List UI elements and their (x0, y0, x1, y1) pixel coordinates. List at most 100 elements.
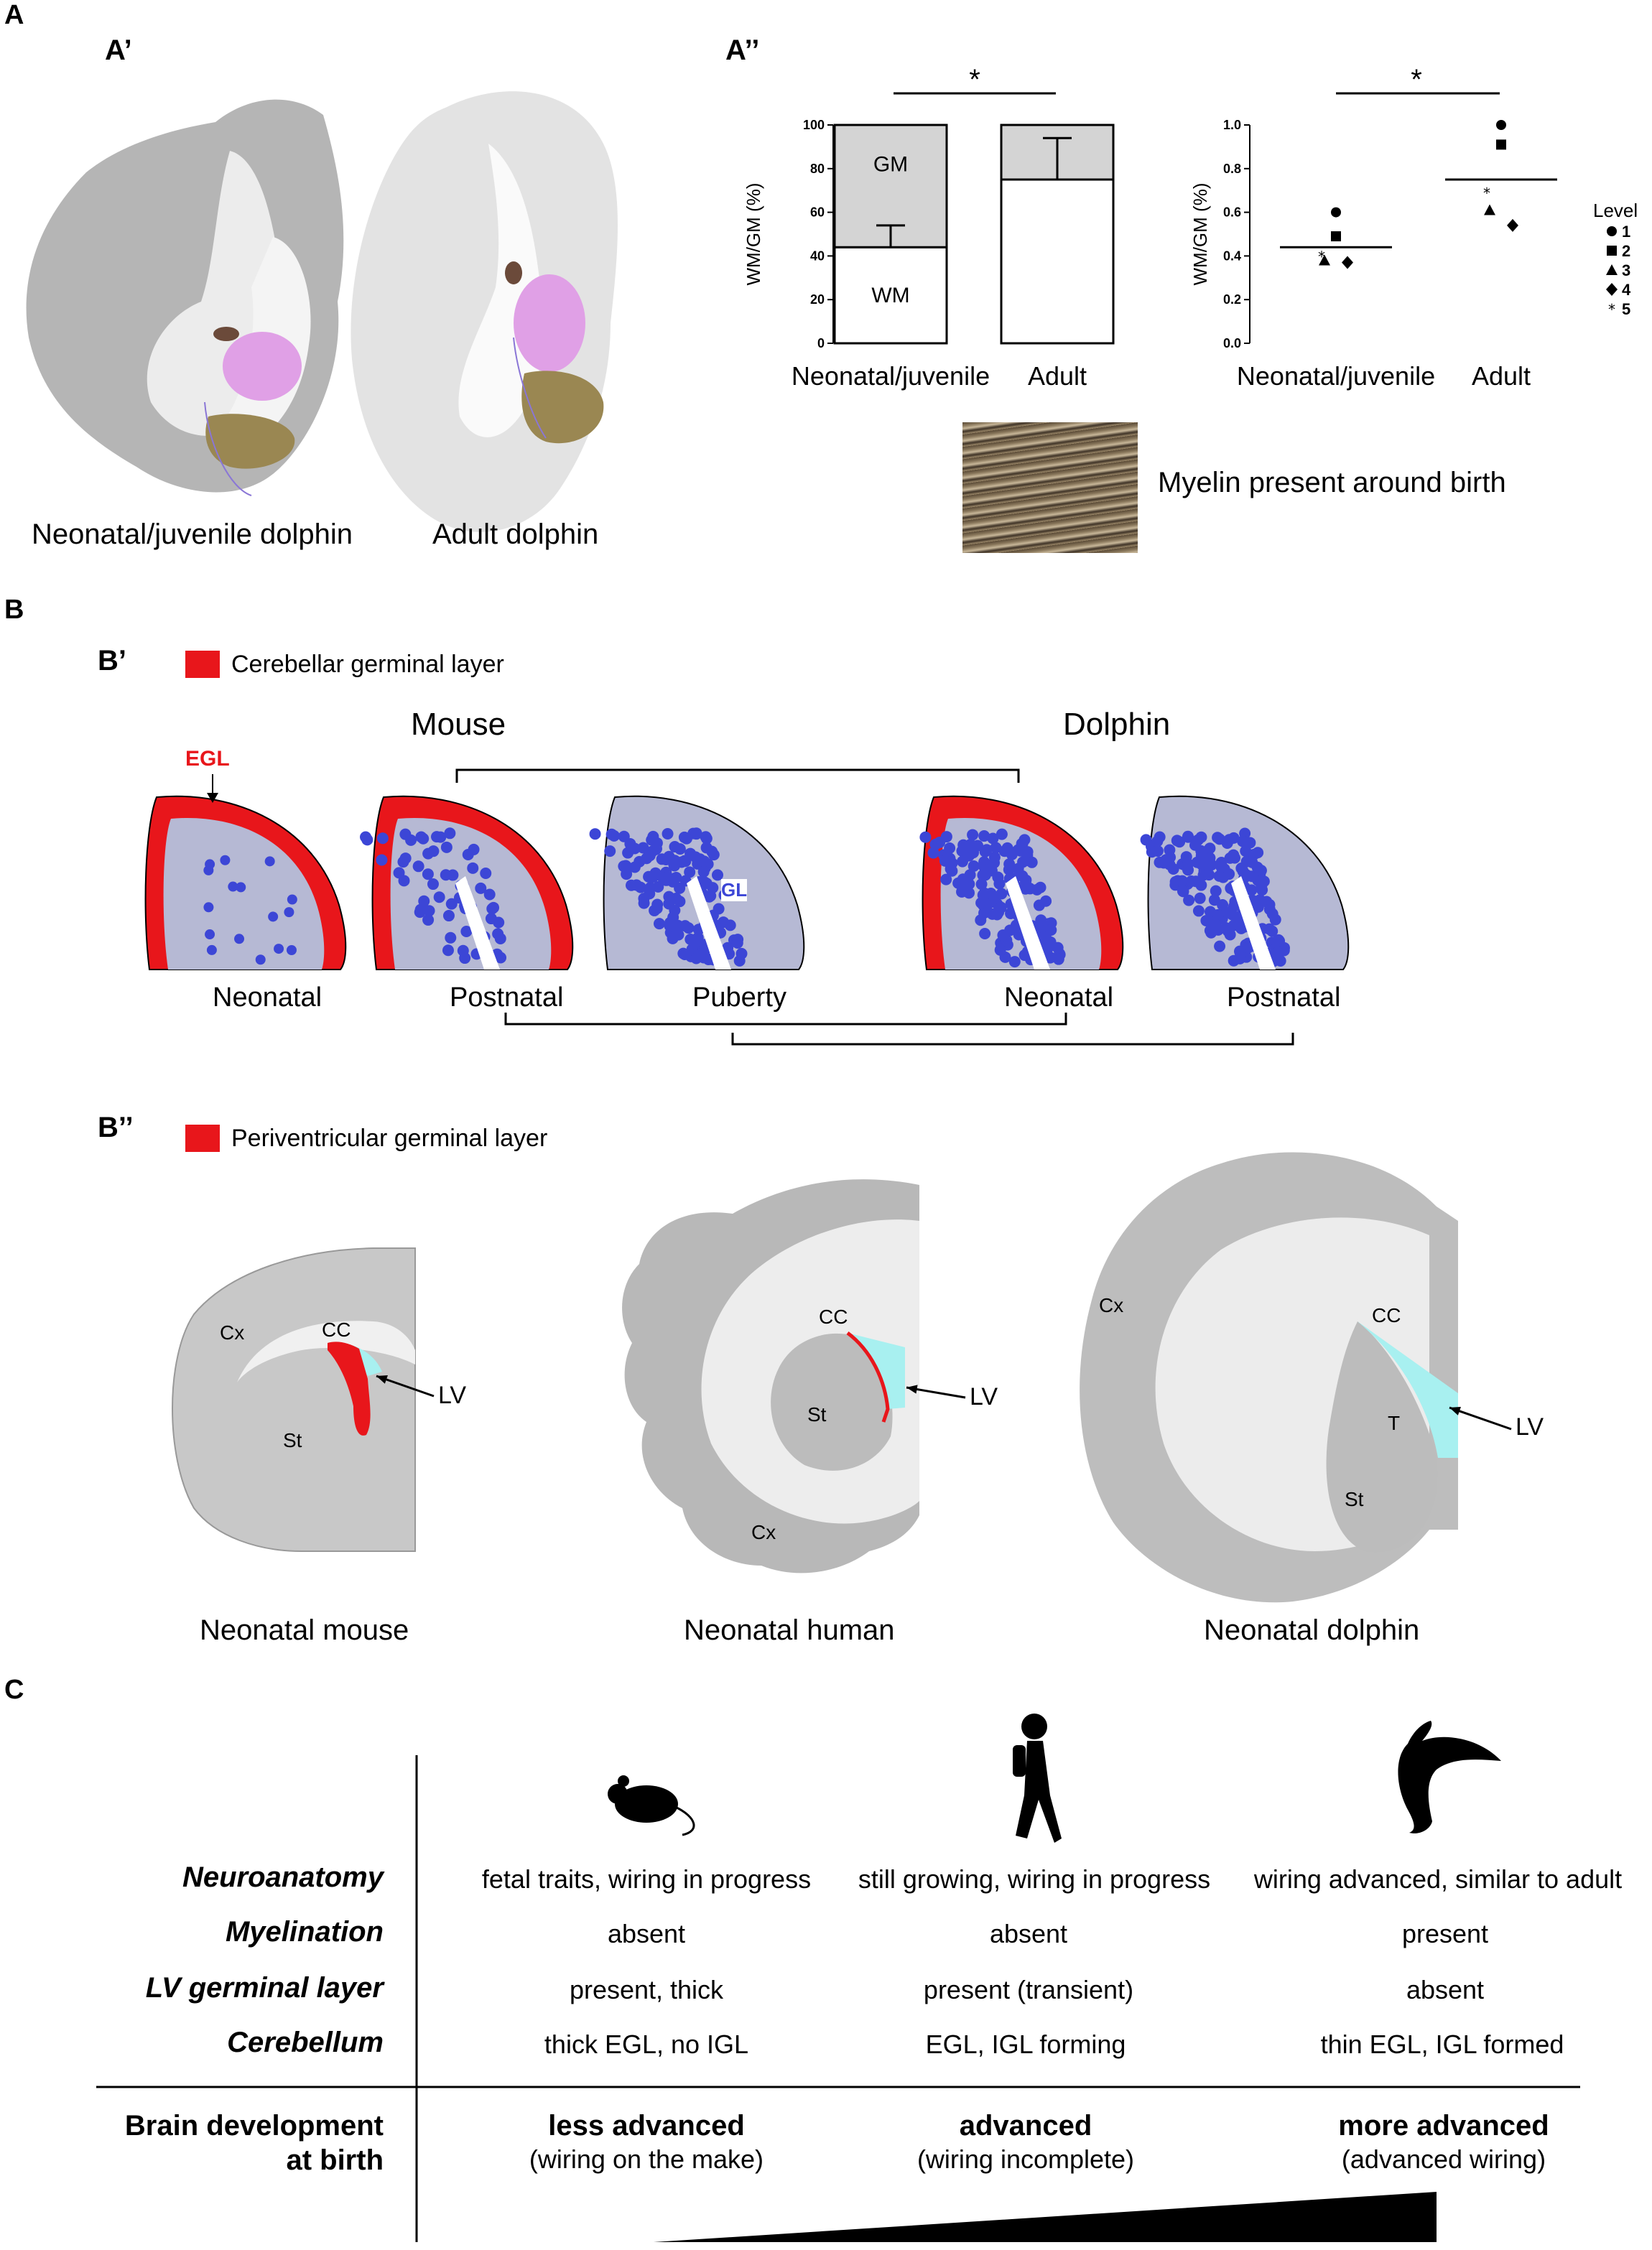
granule-cell (715, 926, 727, 939)
granule-cell (667, 932, 679, 944)
granule-cell (944, 856, 956, 868)
granule-cell (667, 911, 679, 924)
granule-cell (1034, 881, 1047, 893)
granule-cell (1045, 924, 1057, 936)
granule-cell (459, 900, 471, 912)
granule-cell (1216, 863, 1228, 875)
granule-cell (376, 854, 388, 866)
granule-cell (1268, 953, 1281, 965)
granule-cell (963, 850, 975, 862)
bar-gm (833, 124, 948, 248)
dolphin-ventricle (1358, 1321, 1458, 1458)
panel-label-b: B (4, 595, 24, 625)
granule-cell (1189, 839, 1201, 851)
granule-cell (492, 928, 504, 940)
bar-significance-star: * (969, 64, 980, 96)
granule-cell (433, 891, 445, 903)
panel-label-b-dprime: B’’ (98, 1112, 134, 1143)
granule-cell (360, 831, 372, 843)
granule-cell (494, 932, 506, 944)
mouse-lv-arrow (376, 1375, 435, 1398)
granule-cell (485, 913, 497, 925)
granule-cell (1242, 937, 1254, 949)
scatter-point: * (1483, 185, 1490, 202)
bar-y-tick-label: 80 (810, 162, 825, 176)
granule-cell (978, 907, 990, 919)
caption-neonatal-mouse: Neonatal mouse (200, 1614, 409, 1646)
granule-cell (1164, 851, 1177, 863)
granule-cell (669, 841, 681, 853)
granule-cell (414, 903, 427, 916)
granule-cell (1151, 845, 1164, 857)
granule-cell (712, 925, 724, 937)
scatter-category-label: Adult (1472, 361, 1531, 391)
neonatal-human-brain (622, 1179, 919, 1573)
granule-cell (1151, 835, 1164, 847)
granule-cell (376, 832, 389, 845)
granule-cell (967, 847, 980, 859)
granule-cell (1026, 920, 1039, 932)
mouse-st-label: St (283, 1429, 302, 1451)
granule-cell (690, 827, 702, 840)
granule-cell (1227, 880, 1239, 893)
granule-cell (1214, 940, 1226, 952)
granule-cell (957, 855, 969, 868)
granule-cell (1255, 932, 1267, 944)
granule-cell (1253, 951, 1265, 963)
granule-cell (699, 944, 711, 956)
granule-cell (1271, 947, 1284, 959)
granule-cell (1021, 846, 1034, 858)
granule-cell (700, 877, 713, 889)
granule-cell (1016, 837, 1029, 850)
granule-cell (1220, 906, 1233, 919)
walking-human-icon (1013, 1714, 1062, 1843)
granule-cell (1242, 942, 1254, 954)
scatter-y-tick-label: 1.0 (1223, 118, 1241, 132)
granule-cell (958, 845, 970, 857)
granule-cell (453, 892, 465, 904)
granule-cell (1140, 834, 1152, 846)
egl-arrow-head (207, 793, 218, 803)
granule-cell (1228, 849, 1240, 861)
scatter-y-tick-label: 0.2 (1223, 292, 1241, 307)
granule-cell (430, 831, 442, 843)
granule-cell (975, 878, 988, 891)
granule-cell (1169, 879, 1182, 891)
granule-cell (1212, 924, 1225, 936)
granule-cell (397, 856, 409, 868)
granule-cell (398, 875, 410, 887)
granule-cell (700, 832, 713, 845)
granule-cell (1020, 935, 1032, 947)
granule-cell (1252, 901, 1264, 913)
cell-myelination-human: absent (989, 1919, 1068, 1948)
granule-cell (980, 844, 993, 856)
granule-cell (700, 842, 713, 854)
granule-cell (1246, 894, 1258, 906)
granule-cell (1026, 926, 1038, 939)
granule-cell (672, 919, 684, 931)
granule-cell (447, 869, 459, 881)
granule-cell (992, 871, 1004, 883)
granule-cell (1019, 883, 1031, 895)
granule-cell (674, 896, 686, 908)
human-ventricle (848, 1333, 905, 1409)
granule-cell (1215, 856, 1228, 868)
scatter-legend-marker (1606, 283, 1618, 296)
granule-cell (685, 933, 697, 945)
granule-cell (731, 936, 743, 949)
granule-cell (220, 855, 231, 865)
granule-cell (638, 893, 650, 905)
scatter-y-tick-label: 0.4 (1223, 248, 1241, 263)
granule-cell (663, 872, 675, 884)
granule-cell (963, 887, 975, 899)
granule-cell (255, 954, 266, 965)
granule-cell (459, 952, 471, 964)
granule-cell (1271, 936, 1283, 948)
granule-cell (1244, 837, 1256, 849)
granule-cell (1228, 901, 1240, 913)
granule-cell (1273, 935, 1286, 947)
row-head-lv-germinal-layer: LV germinal layer (145, 1972, 384, 2004)
granule-cell (1252, 874, 1264, 886)
caption-neonatal-dolphin: Neonatal/juvenile dolphin (32, 519, 353, 550)
scatter-legend-label: 4 (1622, 281, 1631, 299)
